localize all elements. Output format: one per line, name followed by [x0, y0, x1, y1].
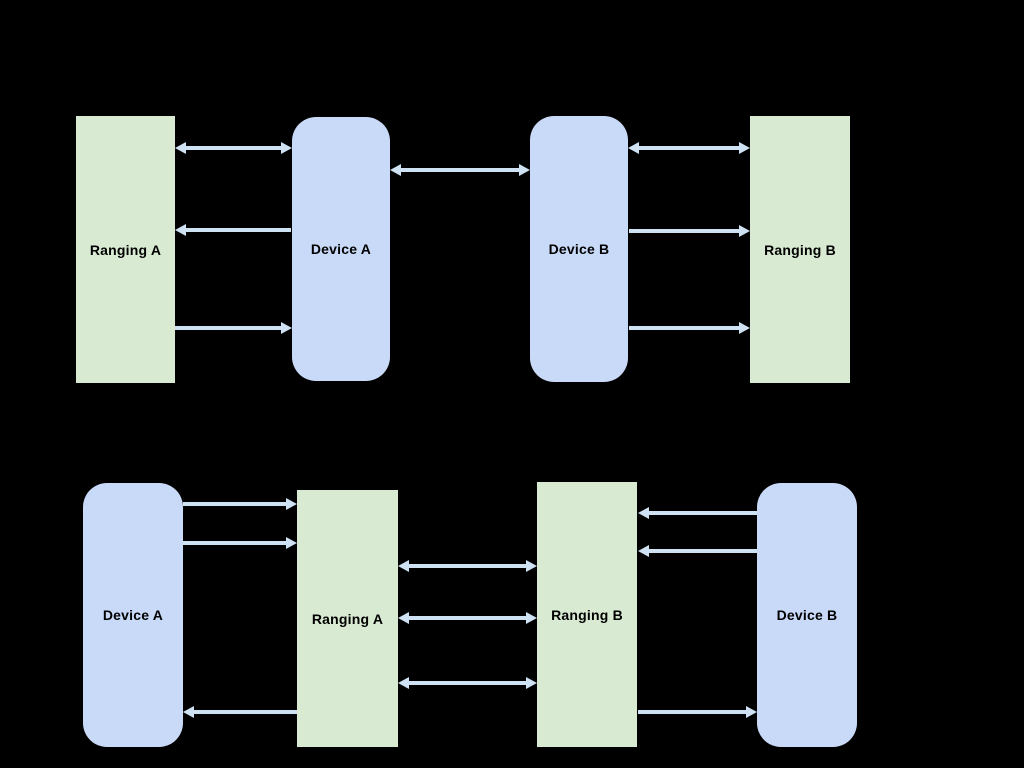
arrow-shaft — [184, 228, 291, 232]
arrowhead-left-icon — [638, 507, 649, 519]
arrow-shaft — [184, 146, 283, 150]
box-ranging-a-top: Ranging A — [76, 116, 175, 383]
arrow-bottom-ranging-a-to-device-a — [183, 706, 297, 718]
arrow-shaft — [183, 541, 288, 545]
arrow-shaft — [407, 616, 528, 620]
box-label: Ranging B — [551, 606, 623, 623]
arrowhead-right-icon — [281, 142, 292, 154]
box-ranging-b-bottom: Ranging B — [537, 482, 637, 747]
arrow-bottom-device-b-to-ranging-b-2 — [638, 545, 757, 557]
arrow-bottom-ranging-a-ranging-b-bidirectional-1 — [398, 560, 537, 572]
arrow-top-device-a-to-ranging-a — [175, 224, 291, 236]
arrow-bottom-device-a-to-ranging-a-1 — [183, 498, 297, 510]
box-ranging-a-bottom: Ranging A — [297, 490, 398, 747]
arrow-bottom-ranging-a-ranging-b-bidirectional-3 — [398, 677, 537, 689]
arrow-shaft — [399, 168, 521, 172]
box-label: Device B — [548, 241, 610, 257]
arrow-shaft — [175, 326, 283, 330]
arrowhead-left-icon — [183, 706, 194, 718]
arrow-bottom-device-a-to-ranging-a-2 — [183, 537, 297, 549]
arrow-bottom-ranging-b-to-device-b — [638, 706, 757, 718]
arrowhead-left-icon — [398, 612, 409, 624]
arrowhead-right-icon — [739, 142, 750, 154]
arrowhead-left-icon — [398, 560, 409, 572]
box-label: Ranging B — [764, 241, 836, 258]
arrow-shaft — [638, 710, 748, 714]
arrowhead-right-icon — [526, 612, 537, 624]
arrow-shaft — [183, 502, 288, 506]
arrow-shaft — [629, 326, 741, 330]
box-label: Device A — [102, 607, 164, 623]
arrow-shaft — [637, 146, 741, 150]
arrowhead-left-icon — [175, 142, 186, 154]
arrow-top-device-b-to-ranging-b-2 — [629, 322, 750, 334]
arrowhead-right-icon — [526, 560, 537, 572]
arrow-shaft — [647, 511, 757, 515]
arrow-bottom-ranging-a-ranging-b-bidirectional-2 — [398, 612, 537, 624]
box-ranging-b-top: Ranging B — [750, 116, 850, 383]
arrowhead-left-icon — [398, 677, 409, 689]
arrowhead-left-icon — [638, 545, 649, 557]
arrowhead-left-icon — [175, 224, 186, 236]
box-label: Ranging A — [311, 610, 384, 627]
arrow-shaft — [647, 549, 757, 553]
box-label: Device A — [310, 241, 372, 257]
arrow-shaft — [407, 564, 528, 568]
arrowhead-right-icon — [739, 225, 750, 237]
arrow-top-device-b-ranging-b-bidirectional — [628, 142, 750, 154]
arrowhead-right-icon — [746, 706, 757, 718]
box-label: Ranging A — [89, 241, 162, 258]
box-device-b-bottom: Device B — [757, 483, 857, 747]
arrow-shaft — [629, 229, 741, 233]
arrow-shaft — [407, 681, 528, 685]
box-device-b-top: Device B — [530, 116, 628, 382]
arrow-top-device-b-to-ranging-b-1 — [629, 225, 750, 237]
arrowhead-right-icon — [286, 498, 297, 510]
arrow-top-ranging-a-to-device-a — [175, 322, 292, 334]
box-device-a-bottom: Device A — [83, 483, 183, 747]
arrow-top-ranging-a-device-a-bidirectional — [175, 142, 292, 154]
arrowhead-right-icon — [739, 322, 750, 334]
arrow-bottom-device-b-to-ranging-b-1 — [638, 507, 757, 519]
box-label: Device B — [776, 607, 838, 623]
arrowhead-left-icon — [390, 164, 401, 176]
arrowhead-right-icon — [286, 537, 297, 549]
arrow-shaft — [192, 710, 297, 714]
arrowhead-right-icon — [519, 164, 530, 176]
arrow-top-device-a-device-b-bidirectional — [390, 164, 530, 176]
arrowhead-left-icon — [628, 142, 639, 154]
arrowhead-right-icon — [281, 322, 292, 334]
box-device-a-top: Device A — [292, 117, 390, 381]
arrowhead-right-icon — [526, 677, 537, 689]
